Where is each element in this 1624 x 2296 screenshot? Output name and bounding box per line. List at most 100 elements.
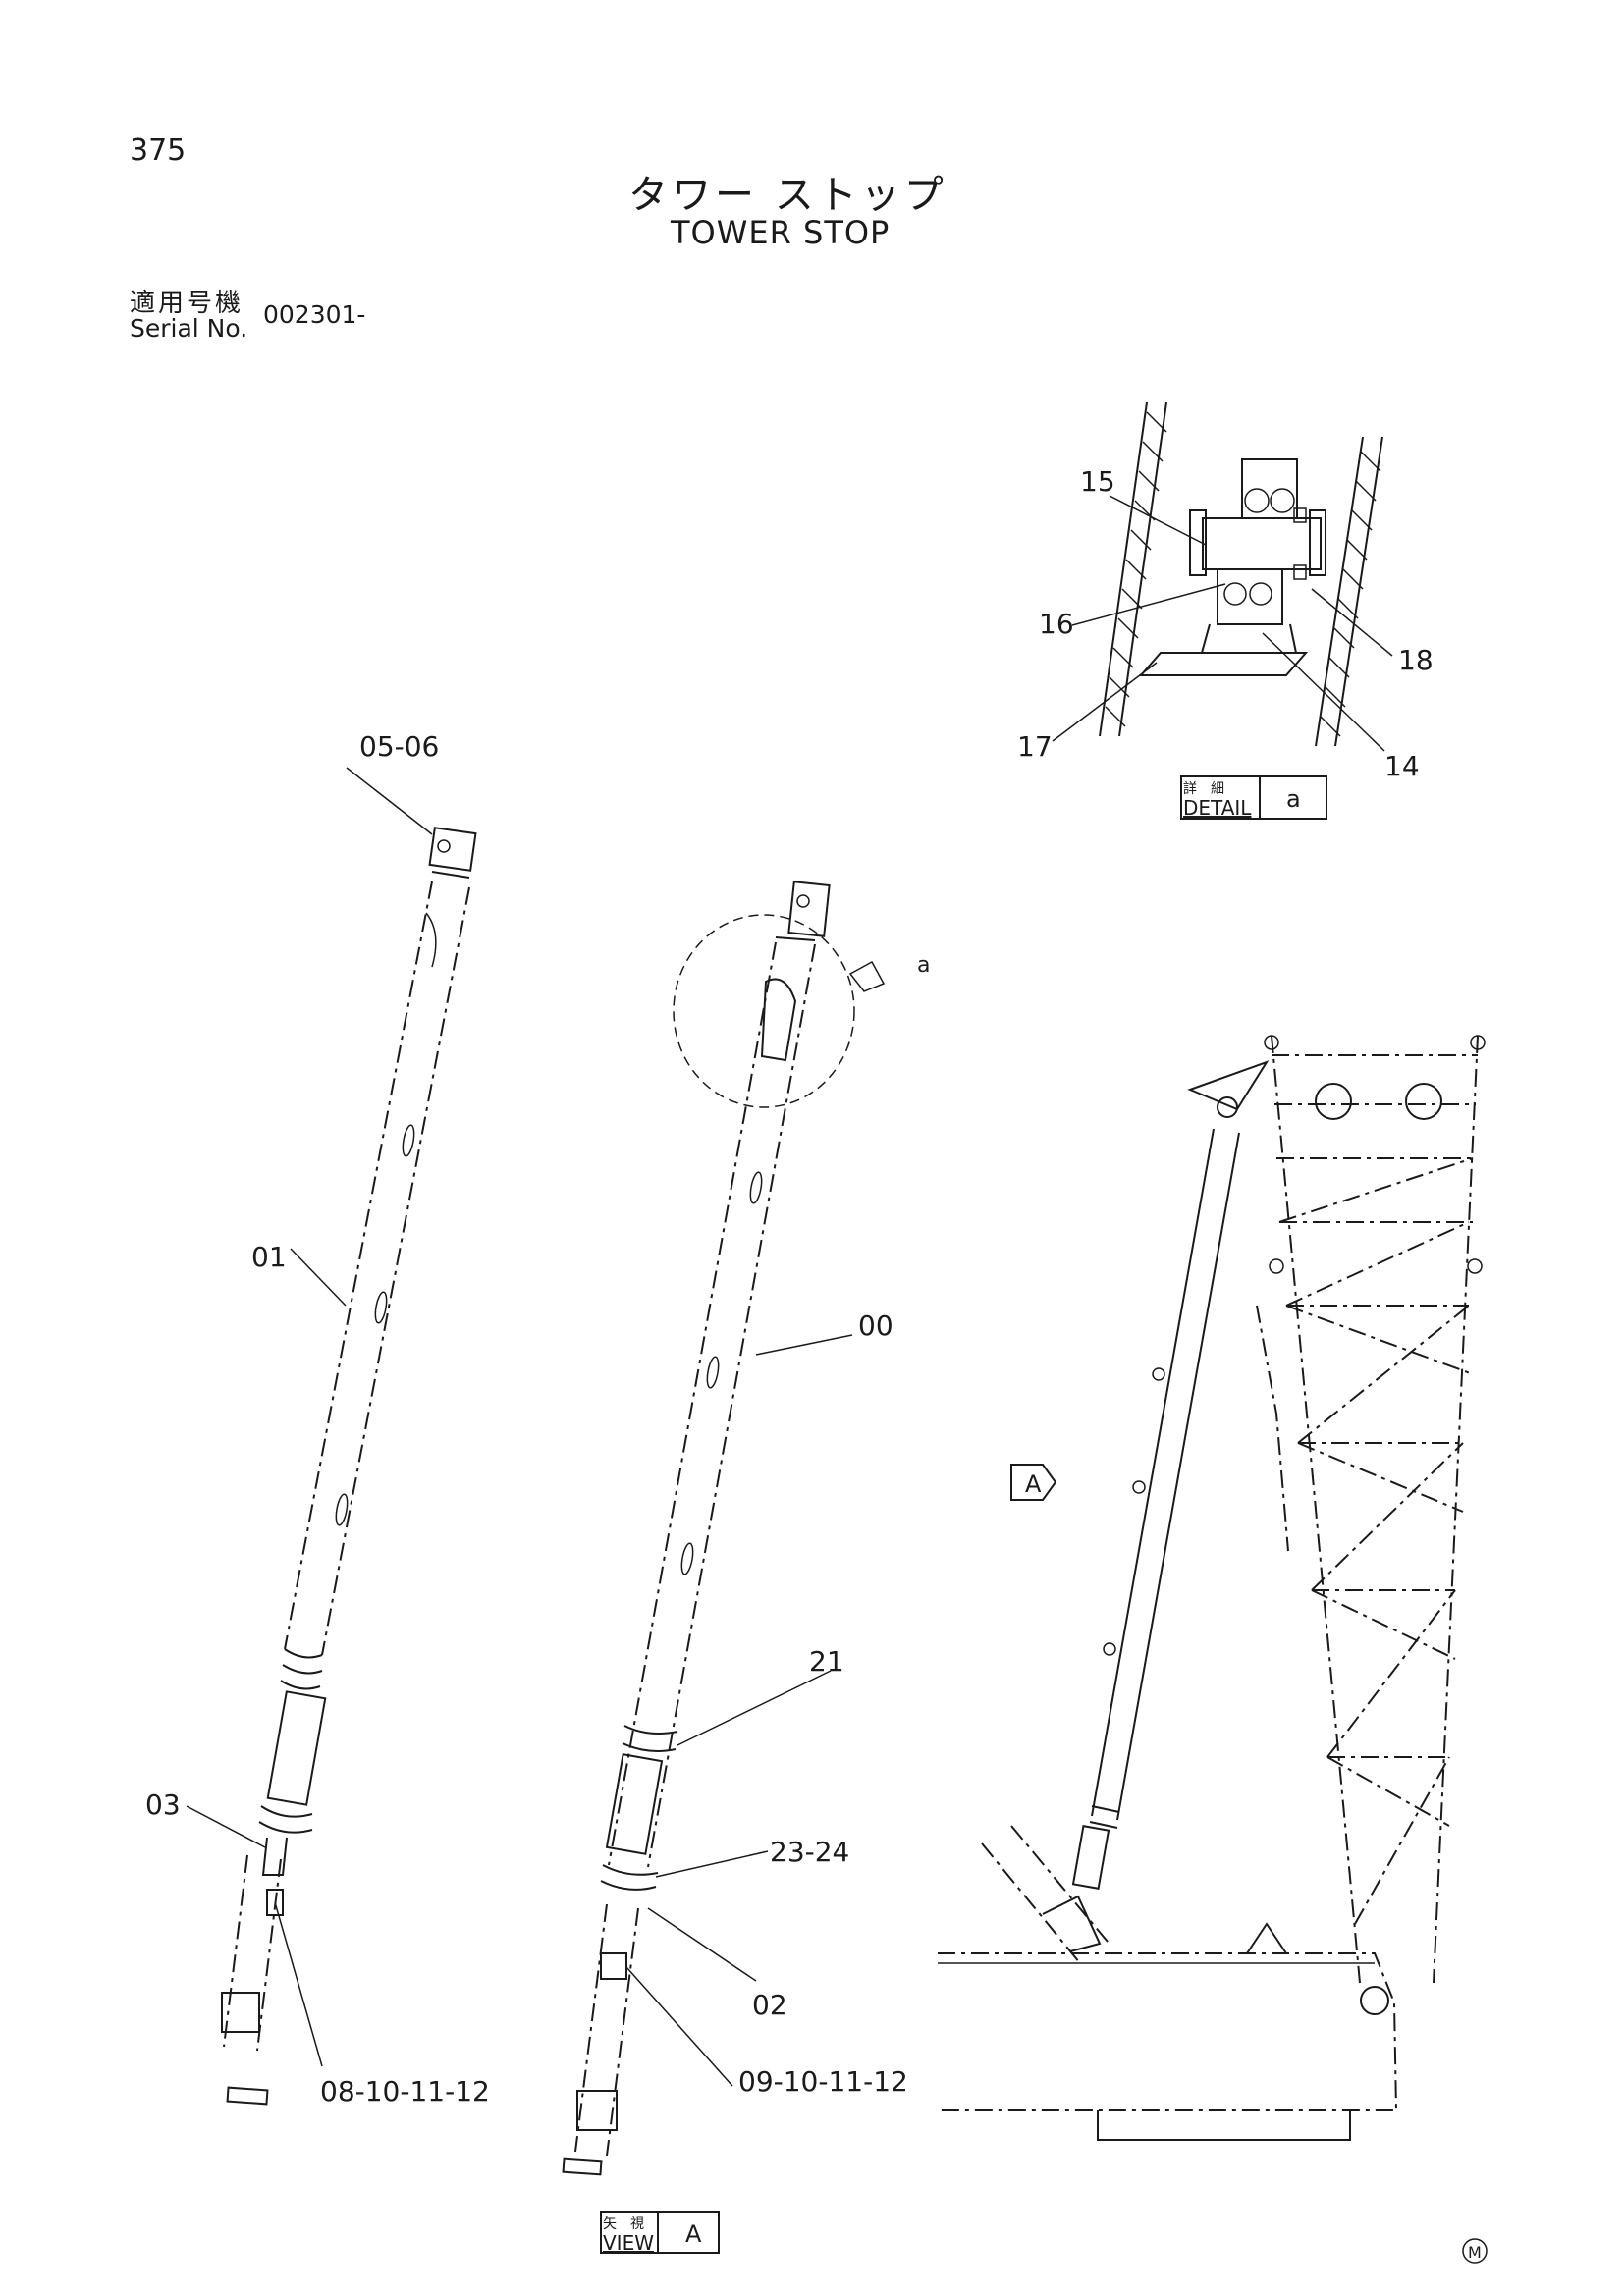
detail-a-marker-hand xyxy=(848,960,886,992)
detail-left-wall-outer xyxy=(1099,401,1148,737)
detail-right-wall-outer xyxy=(1334,436,1383,747)
left-tube-rings xyxy=(280,1648,323,1690)
detail-upper-bearing-housing xyxy=(1241,458,1298,519)
stop-tube-lug-2 xyxy=(1132,1480,1146,1494)
corner-mark-letter: M xyxy=(1468,2243,1482,2262)
detail-shaft xyxy=(1201,623,1297,654)
leader-00 xyxy=(755,1334,853,1356)
stop-tube xyxy=(1091,1128,1240,1821)
stop-top-pin xyxy=(1217,1096,1238,1118)
mast-inner-link xyxy=(1256,1305,1289,1552)
mast-top-hole-right xyxy=(1405,1083,1442,1120)
callout-14: 14 xyxy=(1384,750,1420,782)
middle-link-foot xyxy=(562,2157,603,2176)
leader-23-24 xyxy=(655,1850,769,1878)
left-tube-slot-2 xyxy=(374,1291,388,1324)
leader-02 xyxy=(647,1907,757,1982)
lower-boom-bracket xyxy=(1042,1895,1102,1952)
callout-01: 01 xyxy=(251,1241,287,1273)
mast-mid-right-pin xyxy=(1467,1258,1483,1274)
leader-17 xyxy=(1052,662,1158,742)
detail-label-box: 詳 細 DETAIL a xyxy=(1180,775,1327,820)
detail-pin-left-collar xyxy=(1189,509,1207,576)
detail-lower-ball-left xyxy=(1223,582,1247,606)
middle-clevis-pin xyxy=(796,894,810,908)
callout-09-10-11-12: 09-10-11-12 xyxy=(738,2065,908,2098)
middle-tube-slot-1 xyxy=(749,1171,763,1204)
middle-tube-slot-2 xyxy=(706,1356,720,1389)
mast-top-left-pin xyxy=(1264,1035,1279,1050)
tower-stop-assembly-left xyxy=(186,767,477,2106)
leader-21 xyxy=(677,1670,832,1746)
left-cylinder-body xyxy=(266,1690,327,1806)
view-label-box: 矢 視 VIEW A xyxy=(600,2211,720,2255)
detail-pin-body xyxy=(1202,517,1322,570)
view-label-jp: 矢 視 xyxy=(603,2216,644,2232)
callout-21: 21 xyxy=(809,1645,844,1678)
detail-upper-ball-left xyxy=(1244,488,1270,513)
page-number: 375 xyxy=(130,133,187,168)
middle-tube-rings xyxy=(622,1725,678,1752)
callout-15: 15 xyxy=(1080,465,1115,498)
detail-right-wall-hatch xyxy=(1320,451,1381,737)
middle-tube-top-cap xyxy=(775,936,816,941)
left-clevis-pin xyxy=(437,839,451,853)
middle-link-right-edge xyxy=(606,1907,639,2157)
middle-detail-roller xyxy=(760,978,797,1062)
detail-upper-ball-right xyxy=(1270,488,1295,513)
machine-base-outline xyxy=(938,1952,1398,2111)
detail-a-circle xyxy=(673,914,855,1108)
left-tube-right-edge xyxy=(321,886,470,1656)
middle-tube-right-edge xyxy=(647,943,816,1868)
leader-08 xyxy=(274,1901,323,2067)
leader-01 xyxy=(290,1248,347,1307)
detail-a-drawing xyxy=(1052,401,1393,752)
left-link-bottom-clevis xyxy=(221,1992,260,2033)
middle-link-left-edge xyxy=(574,1903,608,2153)
leader-03 xyxy=(186,1805,266,1848)
stop-tube-lug-3 xyxy=(1103,1642,1116,1656)
callout-02: 02 xyxy=(752,1989,787,2021)
middle-link-bottom-clevis xyxy=(576,2090,618,2131)
middle-lower-rings xyxy=(600,1864,659,1891)
leader-09 xyxy=(625,1966,733,2087)
middle-tube-slot-3 xyxy=(680,1542,694,1575)
leader-14 xyxy=(1262,632,1385,752)
callout-03: 03 xyxy=(145,1789,181,1821)
corner-circle-mark xyxy=(1462,2238,1488,2264)
mast-left-chord xyxy=(1271,1035,1361,1984)
view-a-arrow-label: A xyxy=(1025,1470,1042,1498)
left-tube-left-edge xyxy=(284,881,433,1650)
title-english: TOWER STOP xyxy=(671,214,891,251)
mast-top-right-pin xyxy=(1470,1035,1486,1050)
left-link-right-edge xyxy=(256,1858,282,2052)
machine-turntable xyxy=(1097,2110,1351,2141)
detail-lower-bearing-housing xyxy=(1217,568,1283,625)
callout-08-10-11-12: 08-10-11-12 xyxy=(320,2075,490,2108)
stop-cylinder-body xyxy=(1071,1825,1110,1890)
detail-lower-ball-right xyxy=(1249,582,1272,606)
left-rod-end xyxy=(261,1837,288,1876)
middle-cylinder-body xyxy=(605,1753,664,1855)
leader-18 xyxy=(1311,588,1393,657)
serial-number-value: 002301- xyxy=(263,300,366,329)
left-link-bushing xyxy=(266,1889,284,1916)
callout-16: 16 xyxy=(1039,608,1074,640)
serial-label-english: Serial No. xyxy=(130,314,248,343)
middle-tube-left-edge xyxy=(608,941,777,1866)
view-a-arrow xyxy=(1010,1464,1057,1501)
callout-05-06: 05-06 xyxy=(359,730,439,763)
mast-diagonal-members xyxy=(1278,1157,1474,1925)
callout-18: 18 xyxy=(1398,644,1434,676)
detail-pin-nut-bottom xyxy=(1293,564,1307,580)
left-top-clevis xyxy=(428,827,477,872)
leader-05-06 xyxy=(346,767,433,835)
machine-side-view: A xyxy=(938,1035,1486,2141)
middle-link-bushing xyxy=(600,1952,627,1980)
machine-base-bracket xyxy=(1246,1922,1287,1954)
left-tube-hatch-mark xyxy=(425,912,437,968)
callout-17: 17 xyxy=(1017,730,1053,763)
callout-23-24: 23-24 xyxy=(770,1836,849,1868)
